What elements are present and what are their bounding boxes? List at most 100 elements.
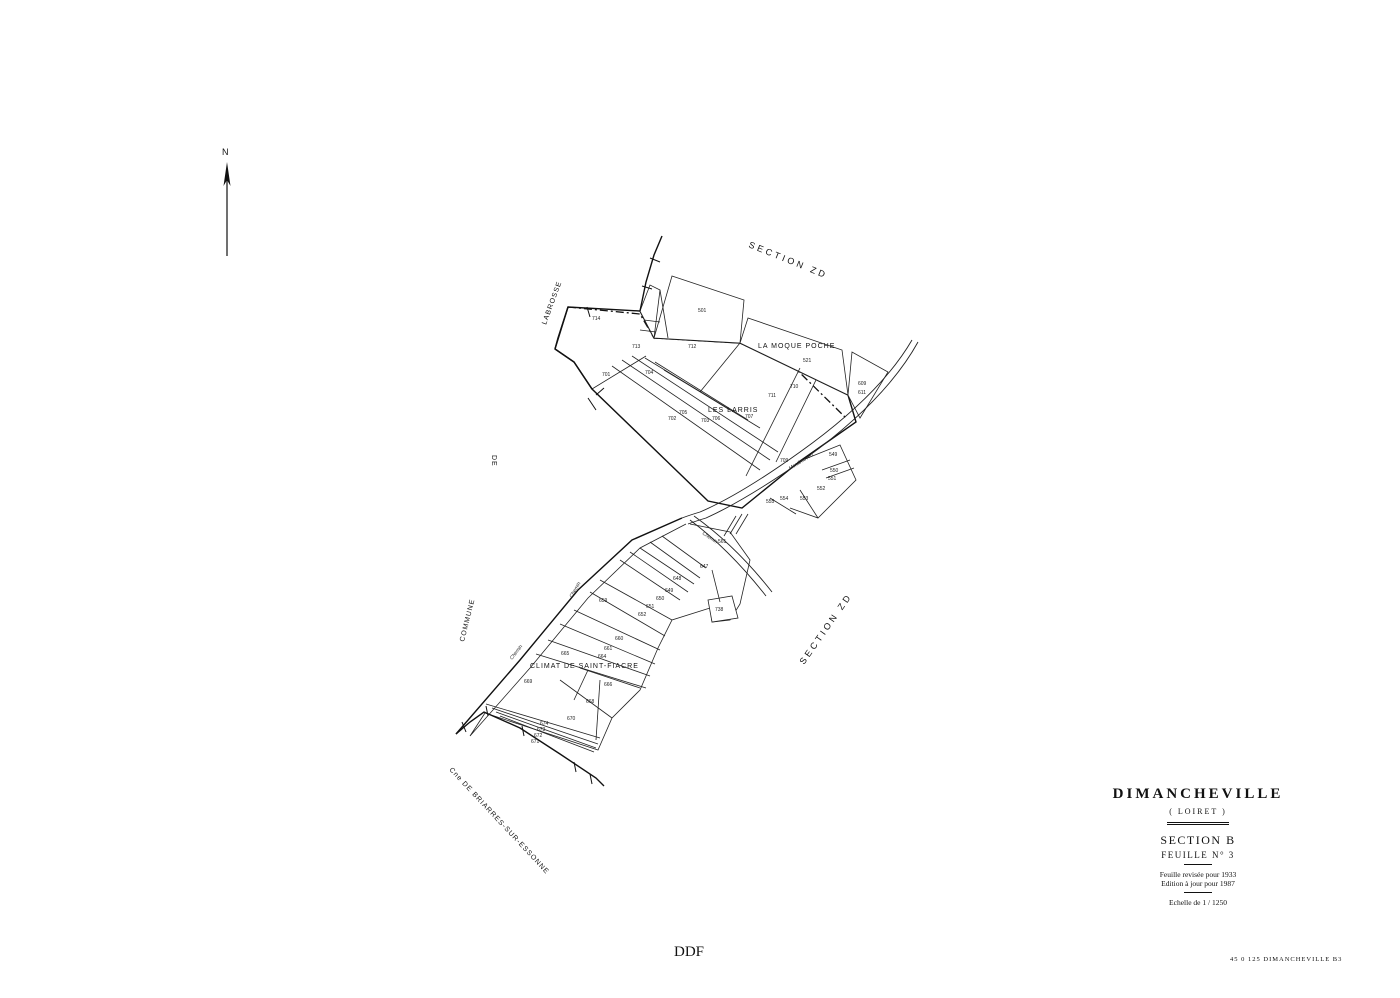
parcel-number: 673 — [537, 727, 546, 733]
parcel-line — [775, 379, 817, 463]
parcel-number: 649 — [665, 588, 674, 594]
road-chemin — [689, 515, 773, 597]
boundary-markers — [554, 235, 663, 411]
parcel-line — [729, 513, 743, 535]
parcel-number: 670 — [567, 716, 576, 722]
parcel-number: 701 — [602, 372, 611, 378]
labrosse-label: LABROSSE — [541, 280, 563, 325]
parcel-line — [547, 639, 651, 677]
parcel-number: 712 — [688, 344, 697, 350]
parcel-number: 650 — [656, 596, 665, 602]
map-cartouche: DIMANCHEVILLE ( LOIRET ) SECTION B FEUIL… — [1098, 786, 1298, 907]
section-label: SECTION B — [1160, 833, 1236, 847]
parcel-line — [495, 711, 597, 749]
parcel-line — [789, 444, 857, 519]
parcel-line — [745, 367, 801, 477]
parcel-line — [589, 591, 666, 637]
parcel-shape — [707, 595, 739, 623]
parcel-line — [595, 679, 601, 741]
parcel-number: 661 — [604, 646, 613, 652]
parcel-number: 652 — [638, 612, 647, 618]
divider — [1167, 822, 1229, 825]
parcel-shape — [739, 317, 849, 396]
ddf-label: DDF — [674, 944, 705, 960]
parcel-number: 711 — [768, 393, 776, 399]
parcel-number: 666 — [604, 682, 613, 688]
parcel-number: 651 — [646, 604, 655, 610]
parcel-number: 706 — [712, 416, 721, 422]
parcel-number: 668 — [586, 699, 595, 705]
parcel-numbers: 501 521 710 711 712 713 714 701 704 702 … — [524, 308, 867, 745]
revision-text: Feuille revisée pour 1933 — [1159, 870, 1237, 879]
parcel-number: 709 — [780, 458, 789, 464]
parcel-line — [711, 569, 721, 603]
upper-parcel-block — [554, 275, 889, 519]
lower-block-outline — [469, 523, 751, 751]
parcel-number: 669 — [524, 679, 533, 685]
parcel-number: 551 — [828, 476, 837, 482]
parcel-number: 705 — [679, 410, 688, 416]
section-zd-top-label: SECTION ZD — [747, 240, 829, 281]
parcel-number: 647 — [700, 564, 709, 570]
parcel-number: 552 — [817, 486, 826, 492]
parcel-number: 664 — [598, 654, 607, 660]
parcel-line — [821, 459, 851, 471]
parcel-line — [643, 319, 661, 323]
parcel-line — [631, 355, 779, 453]
parcel-line — [573, 669, 589, 701]
parcel-number: 549 — [829, 452, 838, 458]
parcel-number: 738 — [715, 607, 724, 613]
parcel-line — [769, 497, 797, 515]
parcel-number: 674 — [540, 721, 549, 727]
la-moque-poche-label: LA MOQUE POCHE — [758, 343, 835, 350]
north-arrow-icon — [223, 162, 231, 256]
parcel-number: 703 — [701, 418, 710, 424]
parcel-number: 555 — [766, 499, 775, 505]
parcel-number: 611 — [858, 390, 866, 396]
parcel-line — [591, 355, 647, 390]
sheet-code: 45 0 125 DIMANCHEVILLE B3 — [1230, 956, 1343, 963]
les-larris-label: LES LARRIS — [708, 407, 758, 414]
parcel-number: 609 — [858, 381, 867, 387]
commune-label: COMMUNE — [459, 598, 476, 642]
lower-block-outline — [455, 517, 683, 735]
road-montbouvert-label: Montbouvert — [788, 452, 815, 472]
de-label: DE — [490, 455, 497, 467]
parcel-number: 707 — [745, 414, 754, 420]
parcel-number: 702 — [668, 416, 677, 422]
parcel-line — [579, 667, 641, 689]
parcel-shape — [653, 275, 745, 344]
parcel-line — [491, 707, 599, 745]
parcel-line — [639, 329, 657, 333]
parcel-number: 553 — [800, 496, 809, 502]
parcel-number: 710 — [790, 384, 799, 390]
parcel-line — [573, 609, 661, 651]
parcel-line — [629, 551, 689, 593]
parcel-line — [659, 289, 669, 339]
parcel-number: 501 — [698, 308, 707, 314]
parcel-line — [799, 489, 819, 519]
parcel-line — [499, 715, 595, 753]
parcel-number: 659 — [599, 598, 608, 604]
parcel-number: 713 — [632, 344, 641, 350]
parcel-number: 660 — [615, 636, 624, 642]
parcel-line — [649, 541, 701, 579]
parcel-number: 671 — [531, 739, 540, 745]
parcel-line — [639, 547, 695, 585]
divider — [1184, 864, 1212, 865]
parcel-line — [559, 679, 613, 719]
parcel-number: 704 — [645, 370, 654, 376]
road-chemin-label: Chemin — [569, 581, 583, 599]
parcel-line — [611, 365, 761, 471]
parcel-line — [723, 515, 737, 537]
parcel-line — [559, 623, 656, 665]
parcel-shape — [847, 351, 889, 419]
parcel-line — [699, 342, 741, 393]
parcel-number: 561 — [718, 539, 727, 545]
parcel-number: 554 — [780, 496, 789, 502]
parcel-line — [825, 467, 855, 479]
parcel-line — [654, 361, 749, 421]
sheet-label: FEUILLE N° 3 — [1161, 850, 1235, 860]
briarres-label: Cne DE BRIARRES-SUR-ESSONNE — [448, 767, 551, 876]
